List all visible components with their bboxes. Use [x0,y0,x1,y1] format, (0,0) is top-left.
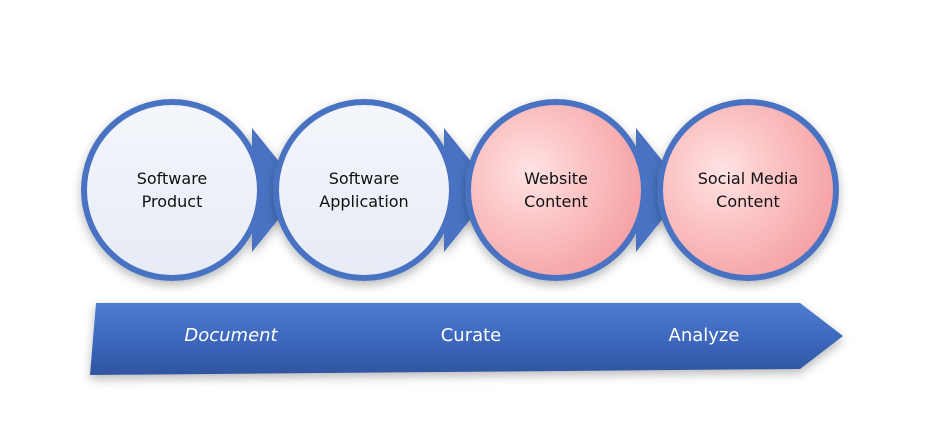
node-4-circle [657,99,839,281]
node-3-circle [465,99,647,281]
stage-label-analyze: Analyze [669,325,740,346]
node-2-circle [273,99,455,281]
node-2-label-line2: Application [319,192,408,211]
stage-arrow-shape [90,303,843,375]
process-node-1 [81,99,302,281]
node-1-label-line1: Software [137,169,208,188]
node-1-circle [81,99,263,281]
node-4-label-line2: Content [716,192,780,211]
stage-label-document: Document [184,325,278,346]
node-1-label-line2: Product [142,192,203,211]
process-node-3 [465,99,686,281]
node-4-label-line1: Social Media [698,169,799,188]
stage-label-curate: Curate [441,325,502,346]
node-3-label-line2: Content [524,192,588,211]
node-3-label-line1: Website [524,169,588,188]
process-node-2 [273,99,494,281]
process-node-4 [657,99,839,281]
node-2-label-line1: Software [329,169,400,188]
stage-arrow-band [90,303,843,375]
